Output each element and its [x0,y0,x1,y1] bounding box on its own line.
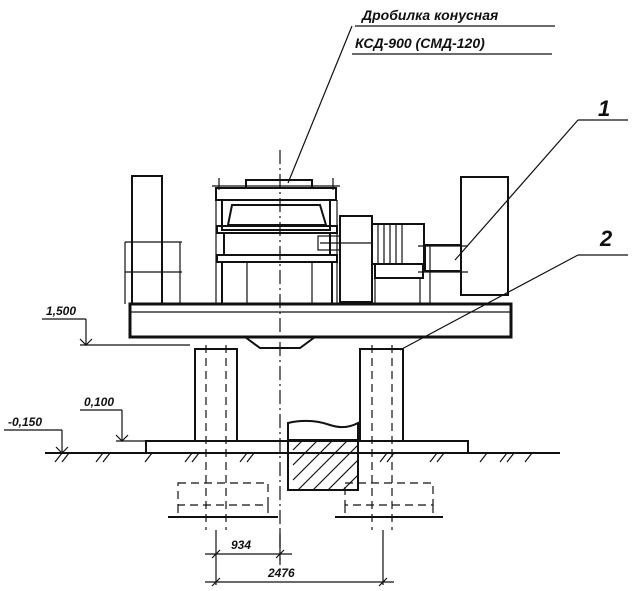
level-mark-mid: 0,100 [80,395,146,442]
left-handrail [124,241,182,304]
level-mid-label: 0,100 [84,395,114,409]
level-mark-top: 1,500 [42,304,190,346]
title-line-1: Дробилка конусная [361,7,498,23]
dimension-outer: 2476 [205,530,394,587]
left-guard-panel [131,175,163,305]
foundation-slab [45,440,560,463]
central-pit [287,419,359,491]
platform-frame [128,302,513,349]
title-line-2: КСД-900 (СМД-120) [355,35,485,51]
callout-2-label: 2 [599,226,613,251]
crusher-body [212,178,340,305]
electric-motor [317,215,462,304]
level-top-label: 1,500 [46,304,76,318]
right-footing [335,482,443,518]
level-mark-low: -0,150 [4,415,69,454]
title-callout: Дробилка конусная КСД-900 (СМД-120) [287,7,555,184]
dimension-inner: 934 [205,530,292,585]
left-column [194,345,238,530]
left-footing [168,482,278,518]
callout-1-label: 1 [598,96,610,121]
right-guard-panel [460,176,509,296]
dimension-outer-label: 2476 [267,566,295,580]
callout-1: 1 [454,96,628,261]
right-column [359,345,404,530]
dimension-inner-label: 934 [231,538,251,552]
level-low-label: -0,150 [8,415,42,429]
